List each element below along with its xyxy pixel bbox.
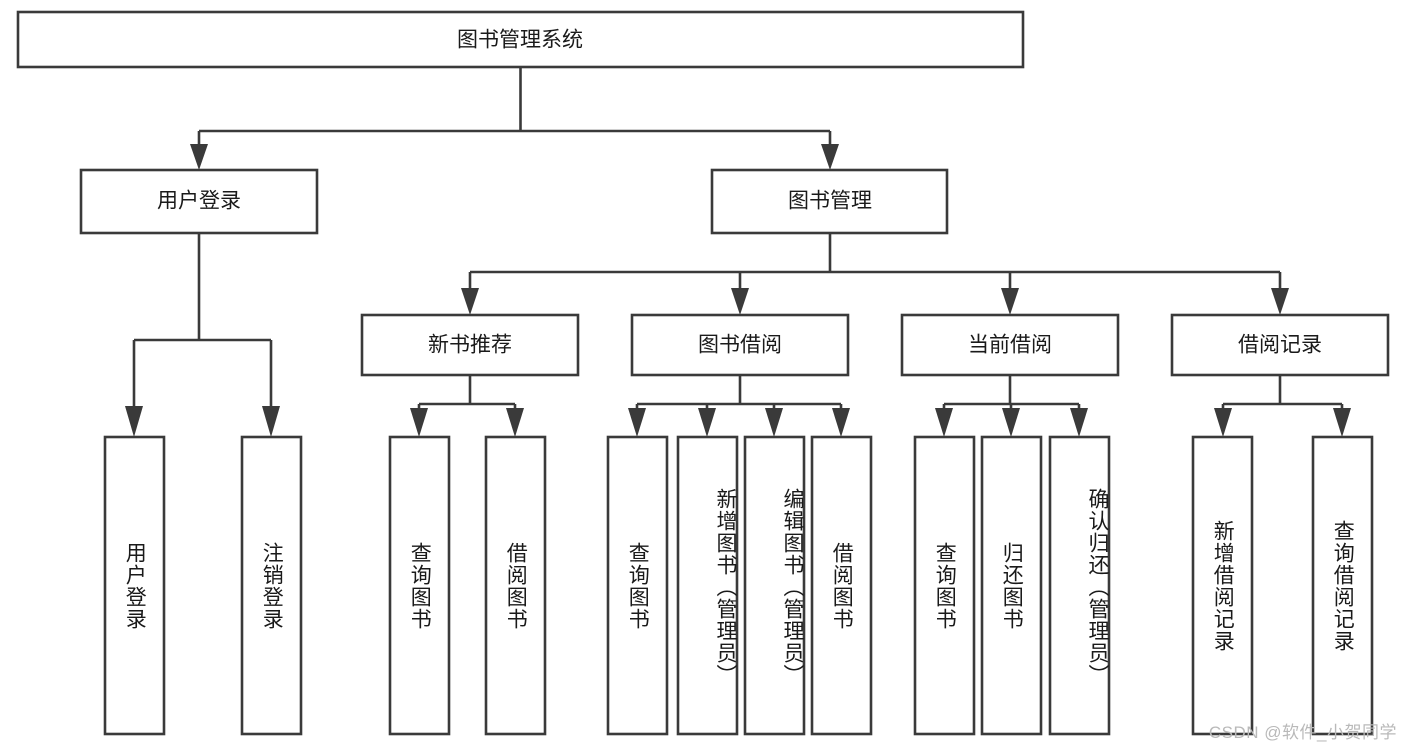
edge-group-borrowrecord-to-leaves	[1214, 375, 1351, 437]
leaf-box-add-record[interactable]	[1191, 435, 1254, 736]
node-borrow-record[interactable]: 借阅记录	[1170, 313, 1390, 377]
node-user-login-label: 用户登录	[157, 190, 241, 213]
arrowhead-leaf-user-login	[125, 406, 143, 437]
leaf-box-confirm-return[interactable]	[1048, 435, 1111, 736]
node-borrow-record-label: 借阅记录	[1238, 334, 1322, 357]
edge-group-currentborrow-to-leaves	[935, 375, 1088, 437]
leaf-boxes-user-login	[103, 435, 303, 736]
leaf-box-logout[interactable]	[240, 435, 303, 736]
leaf-label-add-record: 新增借阅记录	[1211, 519, 1235, 652]
arrowhead-newbook	[461, 288, 479, 315]
edge-group-newbook-to-leaves	[410, 375, 524, 437]
edge-group-userlogin-to-leaves	[125, 233, 280, 437]
node-current-borrow-label: 当前借阅	[968, 334, 1052, 357]
node-borrow-record-box[interactable]	[1170, 313, 1390, 377]
arrowhead-currentborrow	[1001, 288, 1019, 315]
arrowhead-bookmgmt	[821, 144, 839, 170]
arrowhead-leaf-query-book-1	[410, 408, 428, 437]
leaf-box-query-book-1[interactable]	[388, 435, 451, 736]
leaf-box-borrow-book-1[interactable]	[484, 435, 547, 736]
arrowhead-leaf-return-book	[1002, 408, 1020, 437]
node-user-login-box[interactable]	[79, 168, 319, 235]
arrowhead-leaf-logout	[262, 406, 280, 437]
edge-group-root-to-level2	[190, 67, 839, 170]
leaf-label-add-book: 新增图书（管理员）	[714, 488, 737, 686]
leaf-label-return-book: 归还图书	[1000, 541, 1024, 630]
node-root[interactable]: 图书管理系统	[16, 10, 1025, 69]
leaf-box-user-login[interactable]	[103, 435, 166, 736]
leaf-boxes-current-borrow	[913, 435, 1111, 736]
node-book-management-label: 图书管理	[788, 190, 872, 213]
arrowhead-borrowrecord	[1271, 288, 1289, 315]
leaf-label-query-book-3: 查询图书	[933, 541, 957, 630]
node-root-label: 图书管理系统	[457, 29, 583, 52]
node-current-borrow-box[interactable]	[900, 313, 1120, 377]
leaf-label-confirm-return: 确认归还（管理员）	[1086, 488, 1109, 686]
leaf-label-logout: 注销登录	[260, 541, 284, 630]
node-new-book-recommend-label: 新书推荐	[428, 334, 512, 357]
arrowhead-leaf-borrow-book-2	[832, 408, 850, 437]
leaf-label-borrow-book-1: 借阅图书	[504, 541, 528, 630]
edge-group-bookmgmt-to-level3	[461, 233, 1289, 315]
leaf-box-return-book[interactable]	[980, 435, 1043, 736]
leaf-label-edit-book: 编辑图书（管理员）	[781, 488, 804, 686]
leaf-boxes-book-borrow	[606, 435, 873, 736]
leaf-label-query-book-1: 查询图书	[408, 541, 432, 630]
node-book-management[interactable]: 图书管理	[710, 168, 949, 235]
edge-group-bookborrow-to-leaves	[628, 375, 850, 437]
leaf-label-query-record: 查询借阅记录	[1331, 519, 1355, 652]
node-book-management-box[interactable]	[710, 168, 949, 235]
leaf-label-user-login: 用户登录	[123, 541, 147, 630]
watermark-text: CSDN @软件_小贺同学	[1208, 723, 1397, 742]
node-new-book-recommend-box[interactable]	[360, 313, 580, 377]
leaf-box-add-book[interactable]	[676, 435, 739, 736]
leaf-box-query-record[interactable]	[1311, 435, 1374, 736]
node-book-borrow[interactable]: 图书借阅	[630, 313, 850, 377]
node-book-borrow-label: 图书借阅	[698, 334, 782, 357]
leaf-label-query-book-2: 查询图书	[626, 541, 650, 630]
leaf-boxes-new-book-recommend	[388, 435, 547, 736]
node-user-login[interactable]: 用户登录	[79, 168, 319, 235]
node-current-borrow[interactable]: 当前借阅	[900, 313, 1120, 377]
node-new-book-recommend[interactable]: 新书推荐	[360, 313, 580, 377]
node-book-borrow-box[interactable]	[630, 313, 850, 377]
arrowhead-leaf-add-record	[1214, 408, 1232, 437]
arrowhead-leaf-add-book	[698, 408, 716, 437]
leaf-box-edit-book[interactable]	[743, 435, 806, 736]
arrowhead-leaf-query-book-3	[935, 408, 953, 437]
leaf-box-query-book-3[interactable]	[913, 435, 976, 736]
arrowhead-leaf-query-book-2	[628, 408, 646, 437]
arrowhead-userlogin	[190, 144, 208, 170]
arrowhead-leaf-confirm-return	[1070, 408, 1088, 437]
leaf-boxes-borrow-record	[1191, 435, 1374, 736]
leaf-label-borrow-book-2: 借阅图书	[830, 541, 854, 630]
arrowhead-leaf-query-record	[1333, 408, 1351, 437]
node-root-box[interactable]	[16, 10, 1025, 69]
leaf-box-borrow-book-2[interactable]	[810, 435, 873, 736]
leaf-box-query-book-2[interactable]	[606, 435, 669, 736]
arrowhead-leaf-edit-book	[765, 408, 783, 437]
arrowhead-bookborrow	[731, 288, 749, 315]
arrowhead-leaf-borrow-book-1	[506, 408, 524, 437]
